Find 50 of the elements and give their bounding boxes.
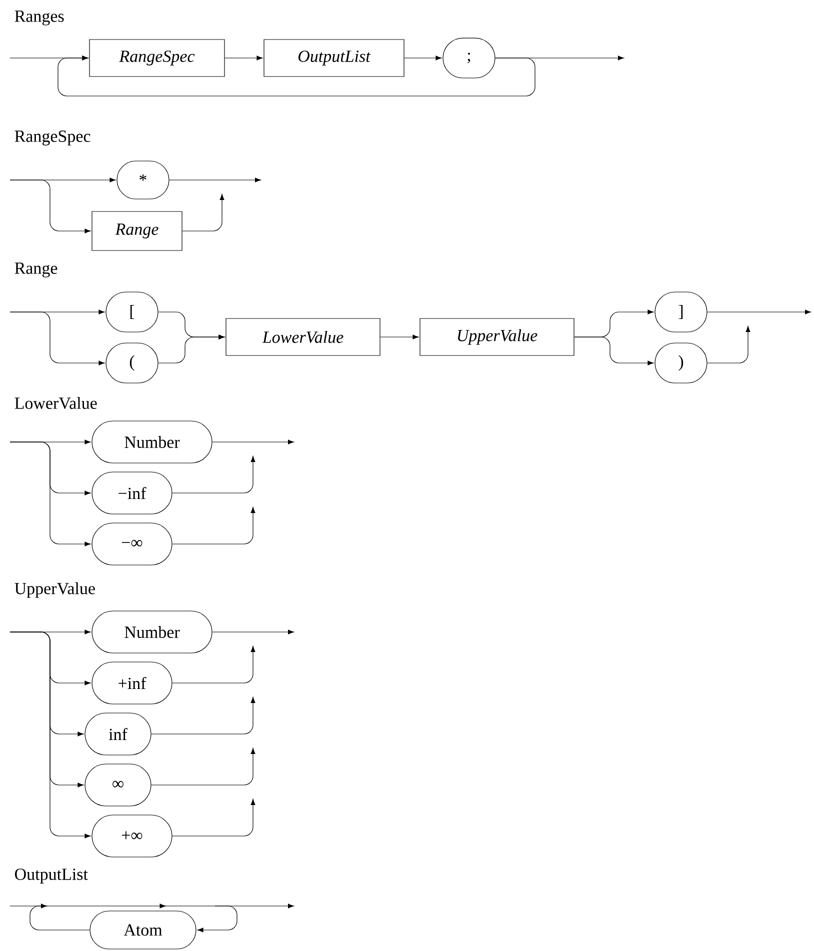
arrow [172, 456, 256, 494]
arrow [707, 326, 750, 364]
arrow [172, 799, 256, 836]
arrow [158, 334, 225, 364]
nonterminal-box: LowerValue [226, 318, 380, 356]
nonterminal-box: Range [92, 211, 182, 251]
terminal-box: Number [92, 420, 212, 464]
arrow [151, 697, 256, 734]
terminal-box: ( [106, 342, 158, 384]
arrow [10, 442, 91, 546]
terminal-box: ∞ [84, 764, 152, 806]
arrow [380, 334, 419, 340]
arrow [574, 336, 654, 366]
arrow [10, 180, 91, 234]
arrow [172, 507, 256, 544]
arrow [212, 440, 294, 444]
arrow [172, 646, 256, 684]
terminal-box: ; [442, 38, 496, 78]
arrow [212, 630, 294, 634]
arrow [30, 904, 90, 930]
terminal-box: ] [654, 292, 708, 332]
nonterminal-box: UpperValue [420, 318, 574, 356]
diagram-heading: OutputList [15, 868, 88, 884]
arrow [707, 310, 811, 314]
arrow [197, 906, 238, 932]
terminal-box: +inf [92, 662, 172, 704]
diagram-heading: UpperValue [14, 582, 95, 598]
arrow [151, 748, 256, 786]
nonterminal-box: RangeSpec [89, 39, 225, 77]
arrow [182, 194, 224, 232]
diagram-heading: LowerValue [14, 396, 97, 410]
terminal-box: −inf [92, 472, 172, 514]
terminal-box: * [116, 160, 170, 200]
terminal-box: [ [106, 292, 158, 332]
diagram-heading: RangeSpec [14, 130, 90, 146]
arrow [58, 56, 536, 96]
terminal-box: +∞ [92, 814, 172, 858]
terminal-box: Number [92, 610, 212, 654]
diagram-heading: Ranges [14, 10, 64, 26]
arrow [224, 56, 263, 60]
diagram-heading: Range [14, 262, 58, 278]
arrow [10, 312, 105, 366]
arrow [10, 632, 91, 838]
terminal-box: Atom [90, 910, 196, 950]
arrow [404, 56, 442, 60]
terminal-box: inf [84, 712, 152, 756]
nonterminal-box: OutputList [264, 39, 404, 77]
terminal-box: −∞ [92, 522, 172, 566]
terminal-box: ) [654, 342, 708, 384]
arrow [169, 178, 261, 182]
